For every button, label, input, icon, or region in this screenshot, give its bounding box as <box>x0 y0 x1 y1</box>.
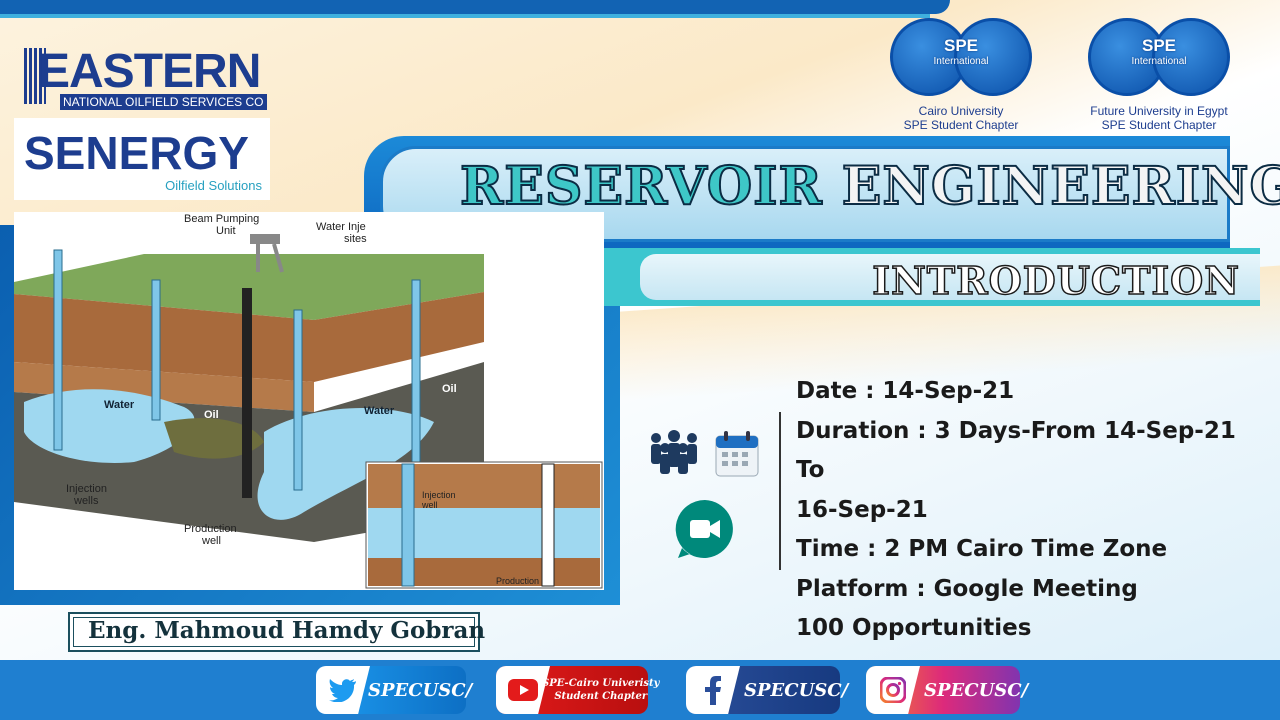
eastern-logo: EASTERN NATIONAL OILFIELD SERVICES CO <box>24 45 267 114</box>
top-accent-stripe <box>0 14 930 18</box>
label-injection: Injection <box>66 483 107 495</box>
instagram-handle: SPECUSC/ <box>924 679 1029 701</box>
presenter-name: Eng. Mahmoud Hamdy Gobran <box>88 617 486 644</box>
event-time: Time : 2 PM Cairo Time Zone <box>796 536 1168 562</box>
spe-badge-text: SPE <box>1141 36 1177 55</box>
injection-well <box>411 279 421 481</box>
injection-well <box>151 279 161 421</box>
injection-well <box>53 249 63 451</box>
label-beam-pumping: Beam Pumping <box>184 213 259 225</box>
label-well: well <box>201 535 221 547</box>
label-water: Water <box>364 405 395 417</box>
page-subtitle: INTRODUCTION <box>872 257 1240 304</box>
youtube-link[interactable]: SPE-Cairo Univeristy Student Chapter <box>496 666 659 714</box>
page-title: RESERVOIR ENGINEERING <box>459 155 1280 218</box>
twitter-link[interactable]: SPECUSC/ <box>316 666 472 714</box>
label-oil: Oil <box>204 409 219 421</box>
label-water: Water <box>104 399 135 411</box>
event-details: Date : 14-Sep-21 Duration : 3 Days-From … <box>796 372 1256 649</box>
spe-badge-sub: International <box>1131 56 1187 67</box>
eastern-logo-name: EASTERN <box>38 45 261 98</box>
event-date: Date : 14-Sep-21 <box>796 378 1015 404</box>
youtube-channel-line1: SPE-Cairo Univeristy <box>542 678 660 689</box>
production-well <box>242 288 252 498</box>
label-unit: Unit <box>216 225 236 237</box>
instagram-link[interactable]: SPECUSC/ <box>866 666 1028 714</box>
spe-cairo-line2: SPE Student Chapter <box>903 118 1019 132</box>
label-sites: sites <box>344 233 367 245</box>
subtitle-banner-inner <box>640 254 1260 300</box>
details-divider <box>779 412 781 570</box>
label-production: Production <box>184 523 237 535</box>
google-meet-icon <box>675 499 733 558</box>
label-water-injection: Water Inje <box>316 221 366 233</box>
inset-label-well: well <box>421 500 438 510</box>
facebook-link[interactable]: SPECUSC/ <box>686 666 848 714</box>
spe-future-line2: SPE Student Chapter <box>1101 118 1217 132</box>
event-platform: Platform : Google Meeting <box>796 575 1138 602</box>
spe-badge-text: SPE <box>943 36 979 55</box>
injection-well <box>293 309 303 491</box>
top-accent-bar <box>0 0 950 14</box>
presenter-box: Eng. Mahmoud Hamdy Gobran <box>68 612 485 652</box>
people-icon <box>651 430 697 474</box>
title-word-engineering: ENGINEERING <box>841 155 1280 218</box>
calendar-icon <box>715 431 759 477</box>
label-oil: Oil <box>442 383 457 395</box>
spe-future-line1: Future University in Egypt <box>1090 104 1228 118</box>
event-duration-end: 16-Sep-21 <box>796 496 928 523</box>
inset-label-injection: Injection <box>422 490 456 500</box>
beam-pump <box>250 234 280 244</box>
ground-surface <box>14 254 484 320</box>
waterflood-diagram: Beam Pumping Unit Water Inje sites Water… <box>14 212 604 590</box>
spe-cairo-line1: Cairo University <box>918 104 1004 118</box>
facebook-handle: SPECUSC/ <box>744 679 849 701</box>
inset-label-production: Production <box>496 576 539 586</box>
eastern-logo-tagline: NATIONAL OILFIELD SERVICES CO <box>60 94 267 110</box>
eastern-logo-mark <box>24 48 46 104</box>
youtube-channel-line2: Student Chapter <box>554 691 648 702</box>
senergy-logo-tagline: Oilfield Solutions <box>165 178 262 193</box>
twitter-handle: SPECUSC/ <box>368 679 473 701</box>
senergy-logo: SENERGY Oilfield Solutions <box>14 118 270 200</box>
label-wells: wells <box>73 495 99 507</box>
event-opportunities: 100 Opportunities <box>796 615 1032 641</box>
senergy-logo-name: SENERGY <box>24 127 249 179</box>
waterflood-illustration: Beam Pumping Unit Water Inje sites Water… <box>14 213 603 589</box>
event-duration: Duration : 3 Days-From 14-Sep-21 To <box>796 417 1236 484</box>
spe-badge-sub: International <box>933 56 989 67</box>
title-word-reservoir: RESERVOIR <box>459 155 823 218</box>
